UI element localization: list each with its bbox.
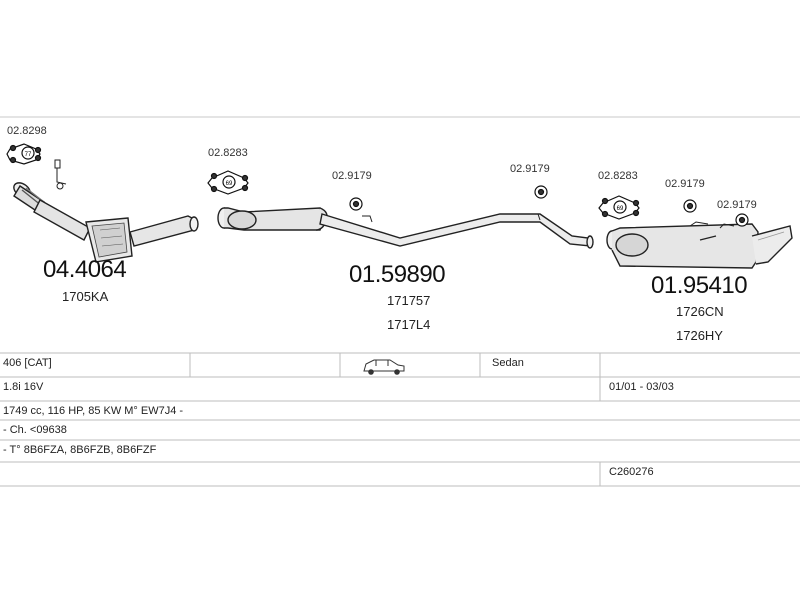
clamp-icon [598,195,640,220]
rear-silencer-icon [606,221,793,269]
clamp-code-left: 02.8298 [7,125,47,137]
bolt-icon [54,159,67,190]
rubber-hanger-icon [735,213,749,227]
rear-ref-1: 1726CN [676,304,724,319]
front-part-number[interactable]: 04.4064 [43,256,127,283]
engine-cell: 1.8i 16V [3,381,44,393]
clamp-code-mid: 02.8283 [208,147,248,159]
mid-part-number[interactable]: 01.59890 [349,261,446,288]
chassis-cell: - Ch. <09638 [3,424,67,436]
model-cell: 406 [CAT] [3,357,52,369]
middle-silencer-icon [217,207,594,249]
clamp-code-rear: 02.8283 [598,170,638,182]
type-cell: - T° 8B6FZA, 8B6FZB, 8B6FZF [3,444,157,456]
rubber-hanger-icon [349,197,363,211]
clamp-badge-rear: 69 [617,206,624,212]
mid-ref-1: 171757 [387,293,431,308]
rear-ref-2: 1726HY [676,328,723,343]
body-cell: Sedan [492,357,524,369]
years-cell: 01/01 - 03/03 [609,381,674,393]
code-cell: C260276 [609,466,654,478]
clamp-badge-left: 77 [25,152,32,158]
mid-ref-2: 1717L4 [387,317,431,332]
spec-cell: 1749 cc, 116 HP, 85 KW M° EW7J4 - [3,405,184,417]
front-pipe-catalyst-icon [13,182,199,263]
car-icon [363,359,405,375]
rubber-hanger-icon [534,185,548,199]
clamp-icon [6,143,42,165]
hanger-code-mid2: 02.9179 [510,163,550,175]
clamp-badge-mid: 69 [226,181,233,187]
hanger-code-rear: 02.9179 [665,178,705,190]
front-ref: 1705KA [62,289,109,304]
hanger-code-rear2: 02.9179 [717,199,757,211]
rubber-hanger-icon [683,199,697,213]
rear-part-number[interactable]: 01.95410 [651,272,748,299]
hanger-code-mid: 02.9179 [332,170,372,182]
clamp-icon [207,170,249,195]
